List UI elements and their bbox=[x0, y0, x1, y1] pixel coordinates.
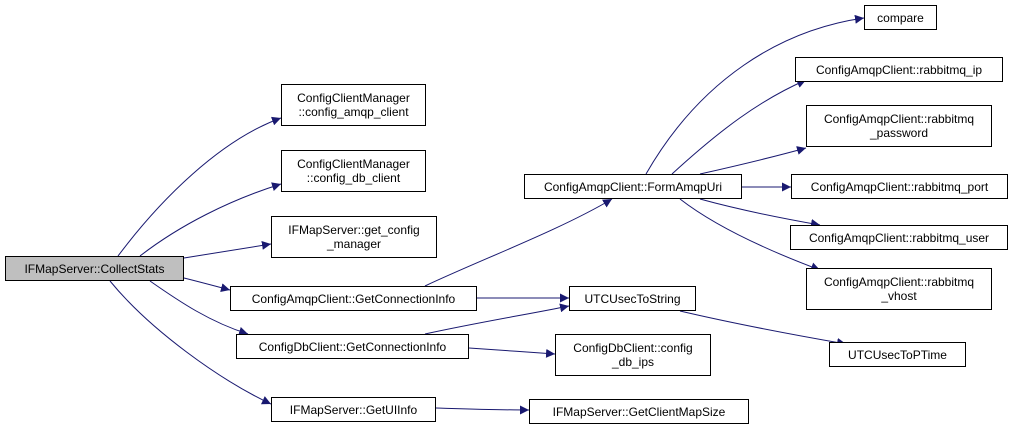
node-get-ui-info[interactable]: IFMapServer::GetUIInfo bbox=[271, 397, 436, 422]
edge-collect-to-amqp-client bbox=[117, 116, 282, 257]
node-rabbitmq-user[interactable]: ConfigAmqpClient::rabbitmq_user bbox=[790, 225, 1008, 250]
node-get-client-map-size[interactable]: IFMapServer::GetClientMapSize bbox=[529, 399, 749, 424]
node-label: UTCUsecToString bbox=[584, 291, 681, 306]
node-config-db-ips[interactable]: ConfigDbClient::config_db_ips bbox=[555, 334, 711, 376]
node-utc-usec-to-string[interactable]: UTCUsecToString bbox=[569, 286, 696, 311]
edge-form-uri-to-rabbitmq-ip bbox=[671, 79, 807, 175]
node-label: ConfigClientManager::config_amqp_client bbox=[297, 91, 410, 119]
node-label: IFMapServer::get_config_manager bbox=[288, 223, 420, 251]
edge-collect-to-db-conn-info bbox=[149, 280, 249, 336]
edge-form-uri-to-compare bbox=[645, 14, 865, 175]
edge-amqp-conn-to-form-uri bbox=[424, 198, 613, 287]
node-label: ConfigAmqpClient::rabbitmq_port bbox=[810, 179, 989, 194]
node-label: ConfigClientManager::config_db_client bbox=[297, 157, 410, 185]
node-label: ConfigDbClient::GetConnectionInfo bbox=[258, 339, 447, 354]
edge-form-uri-to-rabbitmq-vhost bbox=[679, 198, 821, 272]
node-label: ConfigAmqpClient::GetConnectionInfo bbox=[251, 291, 456, 306]
node-rabbitmq-vhost[interactable]: ConfigAmqpClient::rabbitmq_vhost bbox=[806, 268, 992, 310]
node-db-get-connection-info[interactable]: ConfigDbClient::GetConnectionInfo bbox=[236, 334, 469, 359]
node-config-db-client[interactable]: ConfigClientManager::config_db_client bbox=[281, 150, 426, 192]
node-label: ConfigAmqpClient::rabbitmq_password bbox=[823, 112, 975, 140]
node-label: compare bbox=[877, 10, 924, 25]
node-label: UTCUsecToPTime bbox=[848, 347, 947, 362]
node-utc-usec-to-ptime[interactable]: UTCUsecToPTime bbox=[829, 342, 966, 367]
node-label: ConfigDbClient::config_db_ips bbox=[573, 341, 693, 369]
edge-form-uri-to-rabbitmq-user bbox=[699, 198, 821, 228]
node-label: ConfigAmqpClient::rabbitmq_user bbox=[808, 230, 990, 245]
edge-collect-to-get-config-manager bbox=[183, 240, 272, 259]
node-label: IFMapServer::GetClientMapSize bbox=[552, 404, 726, 419]
edge-collect-to-ui-info bbox=[109, 280, 272, 405]
edge-db-conn-to-utc-string bbox=[424, 303, 570, 335]
node-label: ConfigAmqpClient::rabbitmq_vhost bbox=[823, 275, 975, 303]
node-form-amqp-uri[interactable]: ConfigAmqpClient::FormAmqpUri bbox=[524, 174, 742, 199]
edge-db-conn-to-db-ips bbox=[468, 347, 556, 358]
node-rabbitmq-ip[interactable]: ConfigAmqpClient::rabbitmq_ip bbox=[795, 57, 1003, 82]
node-label: ConfigAmqpClient::FormAmqpUri bbox=[543, 179, 723, 194]
node-rabbitmq-password[interactable]: ConfigAmqpClient::rabbitmq_password bbox=[806, 105, 992, 147]
node-rabbitmq-port[interactable]: ConfigAmqpClient::rabbitmq_port bbox=[791, 174, 1008, 199]
node-collect-stats: IFMapServer::CollectStats bbox=[5, 256, 184, 281]
node-get-config-manager[interactable]: IFMapServer::get_config_manager bbox=[271, 216, 437, 258]
edge-form-uri-to-rabbitmq-password bbox=[699, 146, 807, 175]
node-label: ConfigAmqpClient::rabbitmq_ip bbox=[815, 62, 983, 77]
node-label: IFMapServer::GetUIInfo bbox=[289, 402, 418, 417]
edge-collect-to-amqp-conn-info bbox=[183, 277, 231, 293]
node-amqp-get-connection-info[interactable]: ConfigAmqpClient::GetConnectionInfo bbox=[230, 286, 477, 311]
node-config-amqp-client[interactable]: ConfigClientManager::config_amqp_client bbox=[281, 84, 426, 126]
node-label: IFMapServer::CollectStats bbox=[24, 261, 165, 276]
edge-collect-to-db-client bbox=[139, 182, 282, 257]
node-compare[interactable]: compare bbox=[864, 5, 937, 30]
edge-utc-string-to-utc-ptime bbox=[679, 310, 847, 347]
edge-ui-info-to-map-size bbox=[435, 405, 530, 415]
